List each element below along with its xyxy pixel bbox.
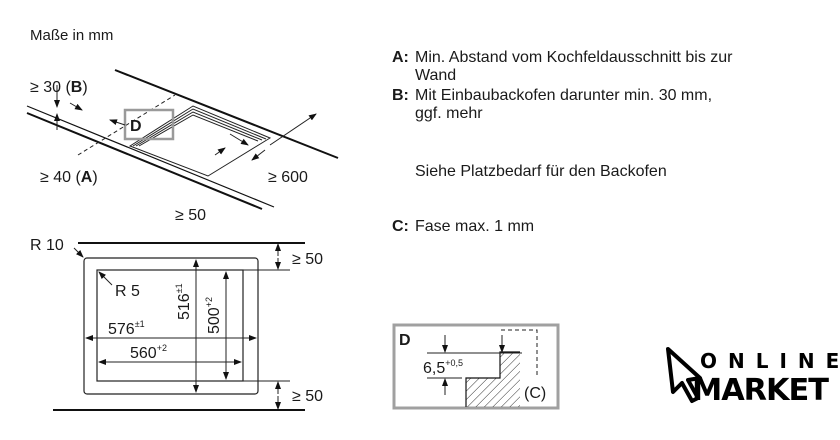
logo-line1: ONLINE	[700, 349, 840, 373]
detail-d-dim: 6,5+0,5	[423, 358, 463, 377]
top-clearance-label: ≥ 50	[292, 251, 323, 268]
worktop-edge-front	[26, 112, 263, 210]
dim-front-label: ≥ 50	[175, 207, 206, 224]
outer-cutout	[83, 257, 259, 395]
worktop-edge-back	[26, 105, 275, 208]
bottom-clearance-label: ≥ 50	[292, 388, 323, 405]
note-a-key: A:	[392, 49, 409, 66]
outer-width-label: 576±1	[108, 319, 145, 338]
inner-cutout	[96, 269, 244, 382]
online-market-logo: ONLINE MARKET	[666, 347, 840, 408]
note-c-key: C:	[392, 218, 409, 235]
note-c-line1: Fase max. 1 mm	[415, 218, 534, 235]
logo-line2: MARKET	[692, 373, 830, 408]
dim-b-label: ≥ 30 (B)	[30, 79, 88, 96]
wall-line	[114, 69, 339, 159]
inner-width-label: 560+2	[130, 343, 167, 362]
dashed-guide	[77, 94, 176, 156]
cursor-arrow-icon	[666, 347, 702, 403]
detail-d: D 6,5+0,5 (C)	[392, 323, 560, 410]
note-b-key: B:	[392, 87, 409, 104]
note-a-line2: Wand	[415, 67, 456, 84]
inner-depth-label: 500+2	[204, 297, 223, 334]
hob-cutout	[128, 105, 272, 177]
dim-depth-label: ≥ 600	[268, 169, 308, 186]
units-label: Maße in mm	[30, 27, 113, 44]
dim-a-label: ≥ 40 (A)	[40, 169, 98, 186]
notes: A: Min. Abstand vom Kochfeldausschnitt b…	[392, 49, 733, 235]
iso-view: D ≥ 30 (B) ≥ 40 (A) ≥ 600 ≥ 50	[26, 69, 339, 224]
outer-radius-label: R 10	[30, 237, 64, 254]
note-b-line1: Mit Einbaubackofen darunter min. 30 mm,	[415, 87, 712, 104]
detail-d-marker: D	[130, 118, 142, 135]
note-b-line2: ggf. mehr	[415, 105, 483, 122]
outer-depth-label: 516±1	[174, 283, 193, 320]
note-a-line1: Min. Abstand vom Kochfeldausschnitt bis …	[415, 49, 733, 66]
chamfer-label: (C)	[524, 385, 546, 402]
inner-radius-label: R 5	[115, 283, 140, 300]
plan-view: R 10 R 5 576±1 560+2 516±1 500+2 ≥ 50 ≥ …	[30, 237, 323, 411]
note-oven: Siehe Platzbedarf für den Backofen	[415, 163, 667, 180]
detail-d-title: D	[399, 332, 411, 349]
